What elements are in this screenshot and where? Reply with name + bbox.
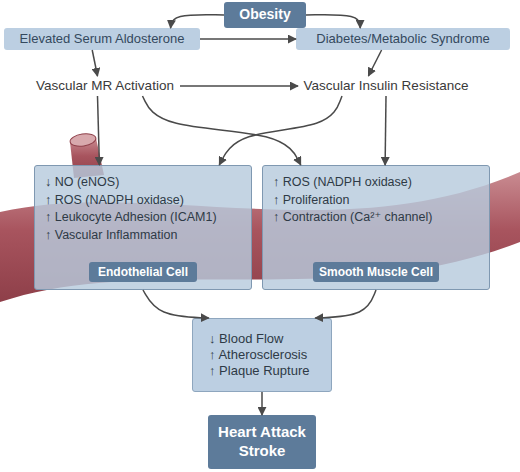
node-text: Obesity	[239, 6, 290, 24]
endpoint-box: Heart Attack Stroke	[208, 415, 316, 469]
node-text: ↑ Leukocyte Adhesion (ICAM1)	[45, 210, 241, 226]
flow-arrow	[368, 50, 381, 76]
node-text: Endothelial Cell	[98, 265, 188, 280]
vessel-opening	[69, 132, 96, 148]
flow-arrow	[306, 15, 360, 28]
node-text: ↑ Vascular Inflammation	[45, 228, 241, 244]
flow-arrow	[143, 290, 209, 318]
cell-effects-box: ↑ ROS (NADPH oxidase) ↑ Proliferation↑ Co…	[262, 165, 490, 290]
mechanism-label: Vascular MR Activation	[30, 76, 180, 96]
node-text: ↓ NO (eNOS)	[45, 175, 241, 191]
node-text: ↑ ROS (NADPH oxidase)	[273, 175, 479, 191]
node-text: Vascular Insulin Resistance	[304, 78, 469, 95]
condition-box: Diabetes/Metabolic Syndrome	[296, 28, 510, 50]
condition-box: Elevated Serum Aldosterone	[4, 28, 200, 50]
node-text: ↑ ROS (NADPH oxidase)	[45, 193, 241, 209]
node-text: ↑ Contraction (Ca²⁺ channel)	[273, 210, 479, 226]
node-text: ↑ Proliferation	[273, 193, 479, 209]
flow-arrow	[200, 38, 296, 40]
flow-arrow	[92, 50, 97, 76]
flow-arrow	[315, 290, 376, 318]
flow-arrow	[143, 96, 301, 165]
node-text: Vascular MR Activation	[36, 78, 174, 95]
outcome-box: ↓ Blood Flow↑ Atherosclerosis↑ Plaque Ru…	[192, 318, 332, 392]
node-text: ↑ Plaque Rupture	[209, 363, 315, 379]
node-text: ↓ Blood Flow	[209, 331, 315, 347]
flow-arrow	[171, 15, 224, 28]
cell-effects-box: ↓ NO (eNOS) ↑ ROS (NADPH oxidase)↑ Leukoc…	[34, 165, 252, 290]
flow-arrow	[180, 85, 298, 87]
node-text: Smooth Muscle Cell	[319, 265, 433, 280]
flow-arrow	[98, 96, 100, 165]
cell-type-tag: Smooth Muscle Cell	[313, 262, 439, 282]
flow-arrow	[219, 96, 342, 165]
node-text: Diabetes/Metabolic Syndrome	[316, 31, 489, 47]
cell-type-tag: Endothelial Cell	[89, 262, 197, 282]
flow-arrow	[261, 392, 263, 415]
root-cause-box: Obesity	[224, 2, 306, 28]
node-text: Elevated Serum Aldosterone	[20, 31, 185, 47]
flow-arrow	[384, 96, 386, 165]
node-text: ↑ Atherosclerosis	[209, 347, 315, 363]
node-text: Heart Attack Stroke	[208, 423, 316, 461]
mechanism-label: Vascular Insulin Resistance	[298, 76, 474, 96]
